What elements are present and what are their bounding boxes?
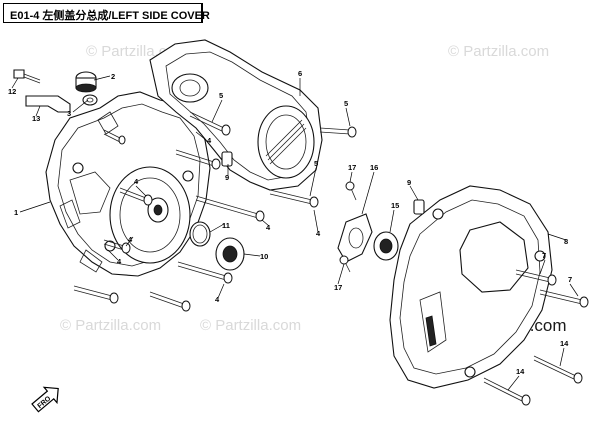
callout-4g: 4 [215,295,220,304]
callout-17b: 17 [334,283,342,292]
callout-3: 3 [67,109,71,118]
callout-5c: 5 [314,159,318,168]
bolt-2 [319,126,357,138]
dowel-pins [221,151,425,215]
bolt-17 [103,129,126,145]
bolt-14 [119,187,153,206]
callout-14b: 14 [516,367,525,376]
callout-14a: 14 [560,339,569,348]
callout-17a: 17 [348,163,356,172]
bolt-3 [269,189,319,208]
callout-4a: 4 [134,177,139,186]
oil-filler-cap [75,71,98,106]
bolt-1 [189,111,231,136]
bolt-16 [339,255,351,273]
callout-6: 6 [298,69,302,78]
bolt-5 [175,149,221,170]
callout-15: 15 [391,201,399,210]
bolt-9 [103,239,131,254]
callout-13: 13 [32,114,40,123]
callout-4b: 4 [128,235,133,244]
title-box: E01-4 左侧盖分总成/LEFT SIDE COVER [3,3,210,23]
front-arrow: FRO [31,386,59,413]
bolt-7 [73,285,119,304]
callout-4e: 4 [316,229,321,238]
bolt-12 [533,355,583,384]
callout-10: 10 [260,252,268,261]
clutch-cover [149,39,323,191]
bolt-6 [177,261,233,284]
bolt-8 [149,291,191,312]
callout-9b: 9 [407,178,411,187]
leader-lines [11,75,579,391]
callout-11: 11 [222,221,230,230]
callout-1: 1 [14,208,18,217]
callout-12: 12 [8,87,16,96]
callout-16: 16 [370,163,378,172]
watermark-4: © Partzilla.com [200,317,301,334]
bolt-10 [515,269,557,286]
watermark-2: © Partzilla.com [448,43,549,60]
left-crankcase-cover [45,91,211,277]
right-side-cover [389,185,553,389]
oil-seal [189,221,245,271]
callout-9a: 9 [225,173,229,182]
bracket [13,69,71,113]
callout-4f: 4 [266,223,271,232]
callout-2: 2 [111,72,115,81]
callout-4d: 4 [117,257,122,266]
callout-4c: 4 [207,136,212,145]
diagram-title: E01-4 左侧盖分总成/LEFT SIDE COVER [10,10,210,22]
callout-7b: 7 [568,275,572,284]
bearing [337,213,399,263]
callout-8: 8 [564,237,568,246]
callout-5a: 5 [219,91,223,100]
callouts: 1 2 3 4 4 4 4 4 4 4 5 5 5 6 7 7 8 9 9 10… [8,69,572,376]
bolt-15 [345,181,357,201]
callout-5b: 5 [344,99,348,108]
bolt-13 [483,377,531,406]
bolt-4 [195,195,265,222]
bolts [73,111,589,406]
callout-7a: 7 [542,251,546,260]
bolt-11 [539,289,589,308]
watermark-3: © Partzilla.com [60,317,161,334]
